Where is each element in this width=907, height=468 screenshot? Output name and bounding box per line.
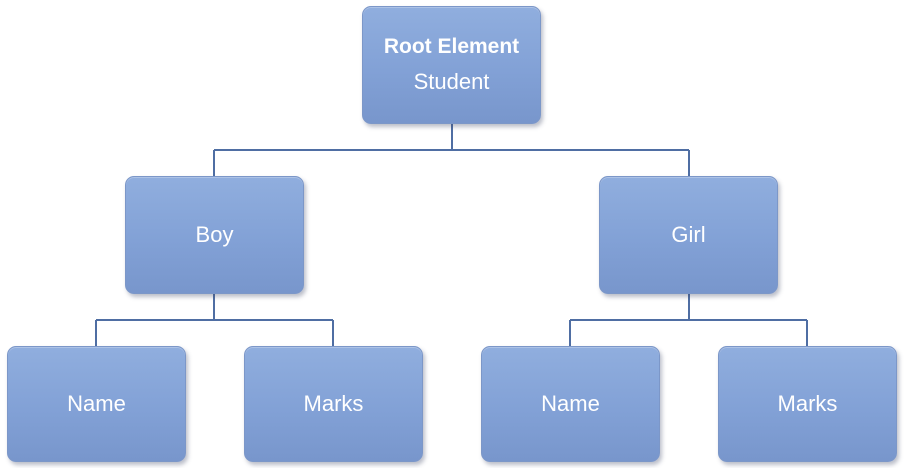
boy-node-label: Boy (195, 222, 234, 247)
boy-name-node: Name (7, 346, 186, 462)
root-element-subtitle: Student (413, 69, 490, 94)
girl-node-label: Girl (671, 222, 706, 247)
boy-node: Boy (125, 176, 304, 294)
root-element-node: Root Element Student (362, 6, 541, 124)
boy-marks-label: Marks (303, 391, 364, 416)
boy-marks-node: Marks (244, 346, 423, 462)
boy-name-label: Name (67, 391, 126, 416)
girl-node: Girl (599, 176, 778, 294)
root-element-title: Root Element (383, 35, 520, 58)
girl-name-label: Name (541, 391, 600, 416)
girl-marks-node: Marks (718, 346, 897, 462)
girl-marks-label: Marks (777, 391, 838, 416)
girl-name-node: Name (481, 346, 660, 462)
